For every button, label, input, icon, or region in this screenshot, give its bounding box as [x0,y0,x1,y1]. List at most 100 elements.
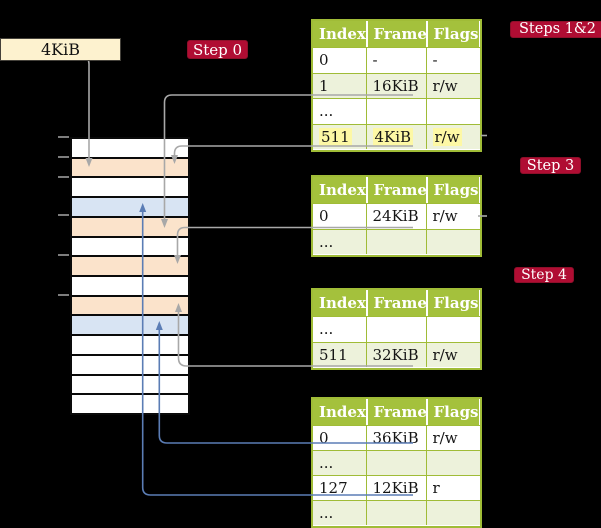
column-header-index: Index [313,399,366,425]
table-cell: 32KiB [365,342,426,367]
table-row-0: ... [313,316,480,342]
memory-row-11-free [72,355,188,376]
table-cell [365,501,426,525]
column-header-flags: Flags [425,290,479,316]
table-cell [425,99,480,124]
table-row-3: ... [313,500,480,525]
table-row-3: 511 4KiB r/w [313,123,480,150]
step-4-badge: Step 4 [514,267,574,283]
table-cell: r/w [425,342,480,367]
table-cell: - [425,48,480,73]
column-header-frame: Frame [365,177,427,203]
table-cell: r/w [425,124,480,149]
table-cell: ... [319,232,334,251]
memory-row-8-page-table [72,296,188,317]
column-header-index: Index [313,290,366,316]
table-cell: 511 [313,125,366,150]
table-cell: ... [319,454,334,472]
table-cell: 0 [319,207,329,226]
address-tick [58,156,69,158]
table-cell: ... [319,320,334,339]
column-header-frame: Frame [365,399,427,425]
column-header-frame: Frame [365,290,427,316]
memory-row-10-free [72,336,188,356]
address-tick [58,214,69,216]
memory-row-12-free [72,375,188,396]
column-header-flags: Flags [425,177,479,203]
memory-row-0-free [72,139,188,159]
column-header-frame: Frame [365,21,427,47]
table-cell [425,317,480,342]
table-cell [365,317,426,342]
physical-memory-column [70,137,190,415]
table-cell [365,229,426,254]
table-cell: 1 [319,76,329,95]
step-0-badge: Step 0 [187,40,248,59]
column-header-flags: Flags [425,21,479,47]
table-row-2: ... [313,98,480,124]
table-cell [365,99,426,124]
table-cell [425,229,480,254]
memory-row-13-free [72,395,188,414]
memory-row-5-free [72,237,188,258]
steps-1-2-label: Steps 1&2 [518,21,597,38]
table-cell: - [365,48,426,73]
column-header-flags: Flags [425,399,479,425]
table-cell: 36KiB [365,426,426,450]
memory-row-1-page-table [72,158,188,179]
frame-address-box: 4KiB [0,38,121,61]
address-tick [58,136,69,138]
table-cell: 127 [319,479,348,497]
table-cell: 511 [319,345,348,364]
memory-row-6-page-table [72,257,188,278]
table-cell: 4KiB [365,124,426,149]
steps-1-2-badge: Steps 1&2 [510,21,601,38]
memory-row-3-mapped-frame [72,198,188,218]
table-cell: ... [319,102,334,121]
memory-row-7-free [72,277,188,297]
memory-row-2-free [72,178,188,199]
step-0-label: Step 0 [192,40,243,59]
table-cell: r/w [425,204,480,229]
table-row-1: ... [313,228,480,254]
table-cell [425,501,480,525]
table-cell: 0 [319,51,329,70]
frame-address-label: 4KiB [40,40,80,59]
table-cell: 24KiB [365,204,426,229]
memory-row-4-page-table [72,217,188,238]
table-cell [425,451,480,475]
table-row-0: 0 -- [313,47,480,73]
highlighted-value: 511 [319,127,352,146]
column-header-index: Index [313,177,366,203]
step-4-label: Step 4 [521,267,567,283]
highlighted-value: 4KiB [372,127,414,146]
table-cell: r [425,476,480,500]
column-header-index: Index [313,21,366,47]
table-cell [365,451,426,475]
highlighted-value: r/w [432,127,462,146]
memory-row-9-mapped-frame [72,316,188,337]
table-cell: 0 [319,429,329,447]
table-cell: r/w [425,73,480,98]
address-tick [58,294,69,296]
table-cell: 12KiB [365,476,426,500]
table-cell: 16KiB [365,73,426,98]
address-tick [58,254,69,256]
table-row-1: ... [313,450,480,475]
address-tick [58,176,69,178]
step-3-badge: Step 3 [520,157,581,174]
table-cell: r/w [425,426,480,450]
